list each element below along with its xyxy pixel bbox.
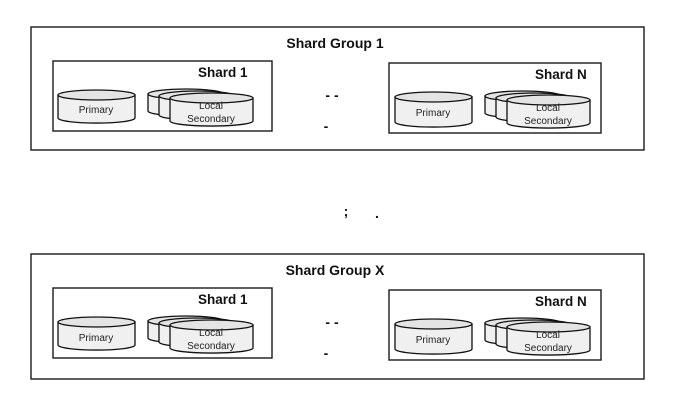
shard-group-x: Shard Group X Shard 1 Primary Local Seco… — [30, 253, 645, 380]
local-secondary-stack: Local Secondary — [484, 317, 591, 356]
shard-group-1: Shard Group 1 Shard 1 Primary Local Seco… — [30, 26, 645, 151]
shard-ellipsis-bottom: - — [324, 345, 329, 361]
primary-label: Primary — [416, 108, 450, 119]
primary-label: Primary — [416, 335, 450, 346]
shard-ellipsis-top: - - — [325, 87, 339, 103]
primary-cylinder: Primary — [57, 89, 136, 124]
secondary-label: Secondary — [187, 341, 235, 352]
group-ellipsis-right: . — [375, 205, 379, 221]
primary-label: Primary — [79, 333, 113, 344]
shard-group-1-title: Shard Group 1 — [286, 35, 383, 51]
secondary-label: Secondary — [187, 114, 235, 125]
local-secondary-stack: Local Secondary — [147, 315, 254, 354]
primary-cylinder: Primary — [394, 318, 473, 355]
shard-group-1-shard-n: Shard N Primary Local Secondary — [388, 62, 602, 134]
shard-group-x-shard-n: Shard N Primary Local Secondary — [388, 289, 602, 361]
local-label: Local — [536, 103, 560, 114]
local-label: Local — [199, 328, 223, 339]
shard-ellipsis-top: - - — [325, 314, 339, 330]
local-secondary-stack: Local Secondary — [484, 90, 591, 129]
shard-n-title: Shard N — [535, 294, 587, 309]
local-label: Local — [199, 101, 223, 112]
primary-cylinder: Primary — [394, 91, 473, 128]
shard-group-1-shard-1: Shard 1 Primary Local Secondary — [52, 60, 273, 132]
primary-cylinder: Primary — [57, 316, 136, 351]
local-label: Local — [536, 330, 560, 341]
group-ellipsis-left: ; — [344, 203, 349, 219]
primary-label: Primary — [79, 105, 113, 116]
shard-1-title: Shard 1 — [198, 292, 248, 307]
shard-group-x-shard-1: Shard 1 Primary Local Secondary — [52, 287, 273, 359]
shard-1-title: Shard 1 — [198, 65, 248, 80]
shard-group-x-title: Shard Group X — [286, 262, 385, 278]
secondary-label: Secondary — [524, 116, 572, 127]
shard-n-title: Shard N — [535, 67, 587, 82]
shard-ellipsis-bottom: - — [324, 118, 329, 134]
secondary-label: Secondary — [524, 343, 572, 354]
local-secondary-stack: Local Secondary — [147, 88, 254, 127]
